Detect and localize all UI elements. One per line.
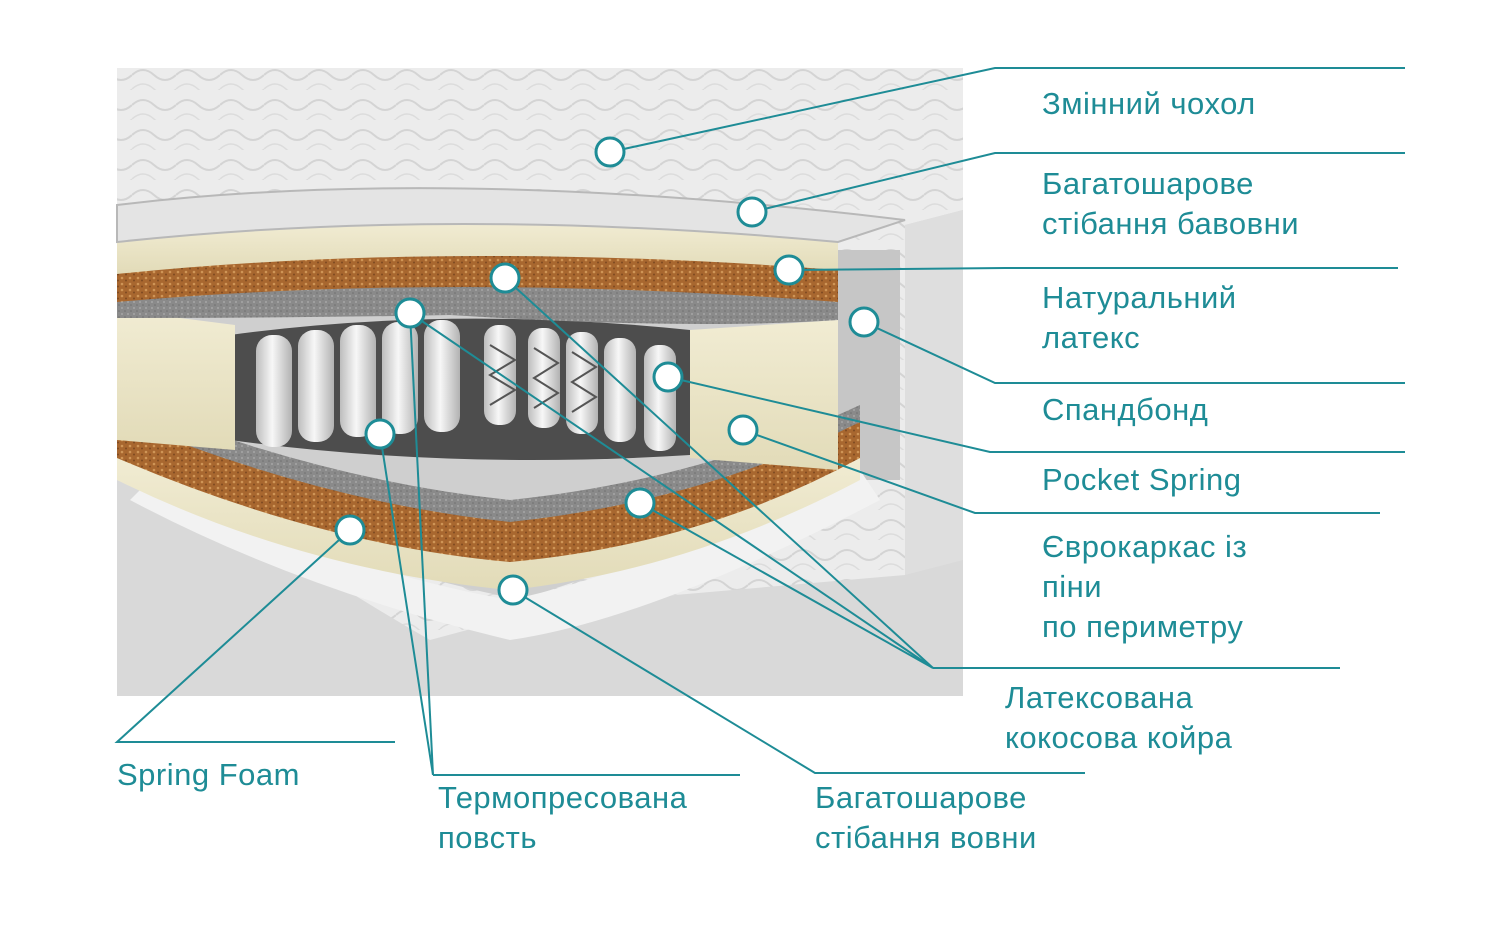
- leader-line-latex-coir-b: [639, 502, 934, 669]
- label-line: повсть: [438, 820, 537, 855]
- spring-coil: [488, 344, 517, 406]
- label-line: Натуральний: [1042, 280, 1237, 315]
- spring-pocket: [424, 320, 460, 432]
- bottom-coir-layer: [117, 415, 860, 562]
- callout-dot: [624, 487, 656, 519]
- foam-frame-left: [117, 310, 235, 450]
- leader-line-foam-frame: [742, 429, 1380, 514]
- top-coir-layer: [117, 253, 838, 302]
- label-line: стібання вовни: [815, 820, 1037, 855]
- label-line: Термопресована: [438, 780, 688, 815]
- leader-line-latex-coir-a: [504, 277, 934, 669]
- callout-dot: [727, 414, 759, 446]
- label-line: стібання бавовни: [1042, 206, 1300, 241]
- label-latex-coir: Латексована кокосова койра: [1005, 678, 1232, 758]
- spring-pocket: [256, 335, 292, 447]
- leader-line-thermo-felt-b: [379, 433, 434, 776]
- top-felt-layer: [117, 285, 838, 324]
- label-cotton-quilting: Багатошарове стібання бавовни: [1042, 164, 1299, 244]
- spring-pocket: [298, 330, 334, 442]
- label-line: Спандбонд: [1042, 392, 1209, 427]
- label-thermo-felt: Термопресована повсть: [438, 778, 687, 858]
- spring-pocket: [644, 345, 676, 451]
- callout-dots: [334, 136, 880, 606]
- label-line: Spring Foam: [117, 757, 300, 792]
- label-line: латекс: [1042, 320, 1141, 355]
- leader-line-thermo-felt-a: [409, 312, 434, 776]
- label-line: кокосова койра: [1005, 720, 1233, 755]
- label-line: Єврокаркас із: [1042, 529, 1248, 564]
- label-line: Багатошарове: [1042, 166, 1254, 201]
- callout-dot: [652, 361, 684, 393]
- callout-dot: [489, 262, 521, 294]
- label-line: по периметру: [1042, 609, 1244, 644]
- label-removable-cover: Змінний чохол: [1042, 84, 1256, 124]
- spring-pocket: [382, 322, 418, 434]
- label-wool-quilting: Багатошарове стібання вовни: [815, 778, 1037, 858]
- callout-dot: [736, 196, 768, 228]
- bottom-latex-layer: [117, 455, 860, 590]
- bottom-felt-layer: [117, 398, 860, 522]
- callout-dot: [497, 574, 529, 606]
- callout-dot: [594, 136, 626, 168]
- spring-pocket: [566, 332, 598, 434]
- mattress-side-border: [905, 210, 963, 575]
- foam-frame-right: [690, 320, 838, 470]
- spring-coil: [570, 351, 598, 413]
- label-line: піни: [1042, 569, 1103, 604]
- callout-dot: [773, 254, 805, 286]
- top-quilted-layers: [116, 187, 906, 244]
- leader-line-wool-quilting: [512, 589, 1085, 774]
- callout-dot: [334, 514, 366, 546]
- spring-coil: [532, 347, 560, 409]
- label-spring-foam: Spring Foam: [117, 755, 300, 795]
- leader-line-pocket-spring: [667, 376, 1405, 453]
- leader-line-cotton-quilting: [751, 152, 1405, 213]
- leader-line-removable-cover: [609, 67, 1405, 153]
- leader-line-latex-coir-c: [409, 312, 934, 669]
- spring-pocket: [340, 325, 376, 437]
- pocket-springs: [256, 320, 676, 451]
- label-foam-frame: Єврокаркас із піни по периметру: [1042, 527, 1247, 647]
- bottom-white-layer: [130, 470, 880, 640]
- leader-line-spring-foam: [114, 529, 395, 743]
- callout-dot: [394, 297, 426, 329]
- callout-dot: [364, 418, 396, 450]
- label-line: Pocket Spring: [1042, 462, 1242, 497]
- callout-dot: [848, 306, 880, 338]
- label-pocket-spring: Pocket Spring: [1042, 460, 1242, 500]
- label-spunbond: Спандбонд: [1042, 390, 1208, 430]
- top-latex-layer: [117, 222, 838, 274]
- spring-pocket: [604, 338, 636, 442]
- label-line: Змінний чохол: [1042, 86, 1256, 121]
- leader-line-natural-latex: [788, 267, 1398, 271]
- label-line: Багатошарове: [815, 780, 1027, 815]
- spring-pocket: [528, 328, 560, 428]
- leader-line-spunbond: [863, 321, 1405, 384]
- label-natural-latex: Натуральний латекс: [1042, 278, 1237, 358]
- label-line: Латексована: [1005, 680, 1194, 715]
- callout-lines: [114, 67, 1405, 776]
